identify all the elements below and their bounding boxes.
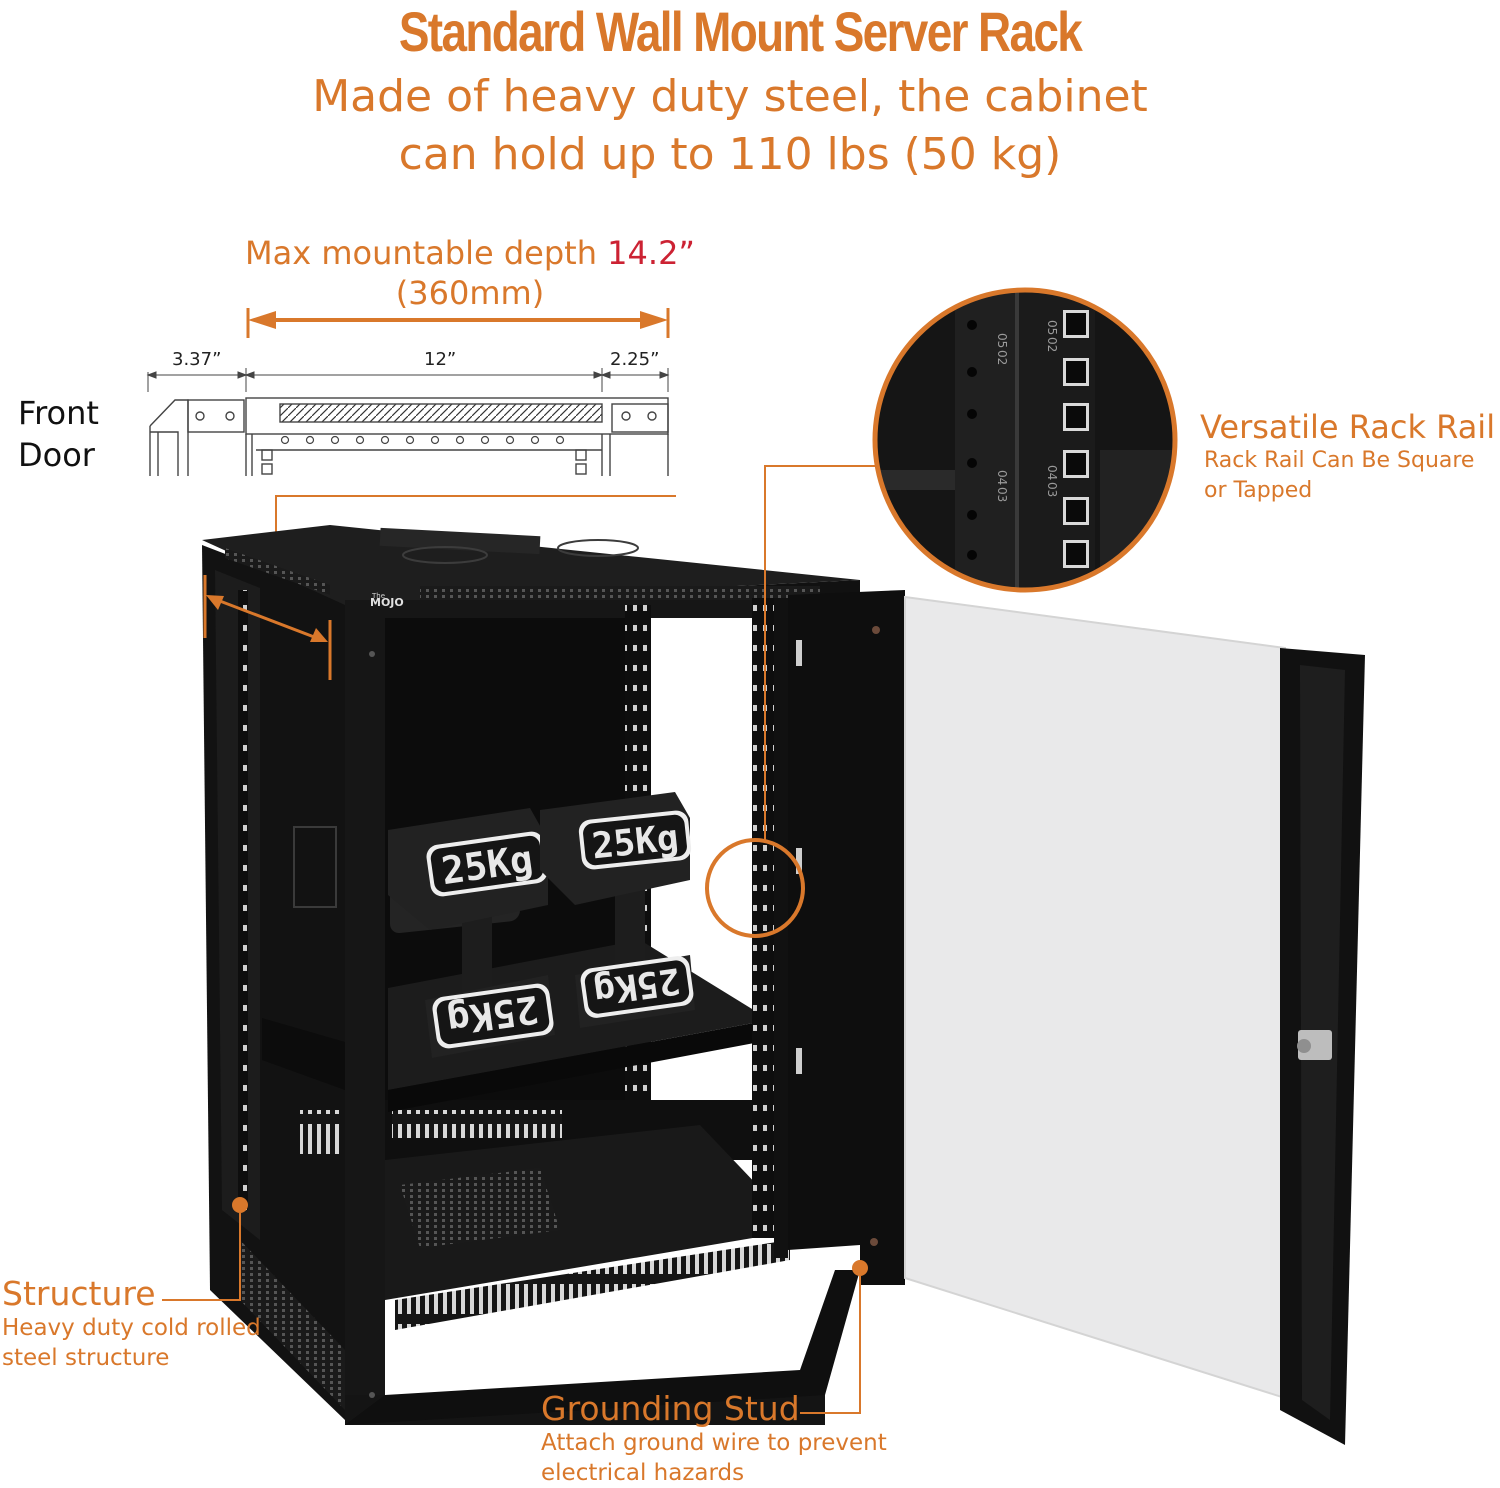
structure-callout: Structure Heavy duty cold rolled steel s…	[2, 1275, 302, 1373]
depth-label-prefix: Max mountable depth	[245, 234, 608, 272]
rail-number-04b: 04	[1045, 465, 1059, 480]
dim-label-left: 3.37”	[172, 349, 222, 370]
subtitle-line-1: Made of heavy duty steel, the cabinet	[312, 71, 1148, 122]
depth-label: Max mountable depth 14.2” (360mm)	[190, 233, 750, 313]
front-door-label: Front Door	[18, 392, 99, 476]
brand-logo-small: The	[371, 592, 385, 600]
structure-callout-line-1: Heavy duty cold rolled	[2, 1315, 261, 1341]
rail-number-03b: 03	[1045, 482, 1059, 497]
rail-callout: Versatile Rack Rail Rack Rail Can Be Squ…	[1200, 408, 1500, 506]
rail-number-05a: 05	[995, 333, 1009, 348]
weight-label-2: 25Kg	[590, 818, 681, 868]
server-cabinet	[202, 525, 1365, 1445]
grounding-callout-heading: Grounding Stud	[541, 1389, 800, 1428]
structure-callout-heading: Structure	[2, 1274, 156, 1313]
rail-callout-line-1: Rack Rail Can Be Square	[1204, 448, 1475, 473]
rail-highlight-circle	[705, 838, 805, 938]
weight-right	[540, 792, 695, 1028]
structure-leader	[162, 1213, 241, 1301]
front-door-line-1: Front	[18, 394, 99, 432]
rail-hole-row	[280, 435, 565, 445]
rail-callout-heading: Versatile Rack Rail	[1200, 408, 1496, 446]
brand-logo: MOJO	[370, 596, 404, 609]
grounding-marker-dot	[852, 1260, 868, 1276]
rail-leader	[764, 465, 876, 840]
rail-number-02b: 02	[1045, 337, 1059, 352]
front-door-line-2: Door	[18, 436, 95, 474]
grounding-callout: Grounding Stud Attach ground wire to pre…	[541, 1390, 961, 1488]
depth-arrow	[246, 308, 670, 338]
rail-number-02a: 02	[995, 350, 1009, 365]
weight-left	[388, 808, 555, 1058]
page-title: Standard Wall Mount Server Rack	[398, 0, 1083, 63]
rail-zoom-inset: 05 02 05 02 04 03 04 03	[872, 287, 1178, 593]
grounding-callout-line-1: Attach ground wire to prevent	[541, 1430, 887, 1456]
structure-marker-dot	[232, 1197, 248, 1213]
dim-label-middle: 12”	[424, 349, 457, 370]
rail-callout-line-2: or Tapped	[1204, 478, 1313, 503]
side-view-drawing	[149, 397, 669, 476]
rail-number-05b: 05	[1045, 320, 1059, 335]
page-subtitle: Made of heavy duty steel, the cabinet ca…	[0, 68, 1460, 184]
dimension-lines	[146, 368, 670, 392]
depth-metric: (360mm)	[395, 274, 545, 312]
side-depth-marker	[203, 575, 332, 680]
structure-callout-line-2: steel structure	[2, 1345, 170, 1371]
rail-number-03a: 03	[995, 487, 1009, 502]
grounding-leader	[800, 1276, 861, 1414]
dim-label-right: 2.25”	[610, 349, 660, 370]
subtitle-line-2: can hold up to 110 lbs (50 kg)	[398, 129, 1062, 180]
grounding-callout-line-2: electrical hazards	[541, 1460, 745, 1486]
depth-value: 14.2”	[607, 234, 695, 272]
rail-number-04a: 04	[995, 470, 1009, 485]
